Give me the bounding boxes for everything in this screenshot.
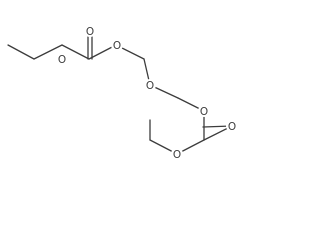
atom-labels: O O O O O O O [56,25,238,161]
diethyl-carbonate-ether-structure: O O O O O O O [7,25,238,161]
oxygen-atom: O [111,39,123,52]
oxygen-atom: O [198,105,210,118]
bond [33,44,63,60]
oxygen-atom: O [226,120,238,133]
atom-label-o: O [146,80,154,92]
oxygen-atom: O [56,53,68,66]
oxygen-atom: O [144,79,156,92]
atom-label-o: O [228,121,236,133]
oxygen-atom: O [171,148,183,161]
atom-label-o: O [173,149,181,161]
bond-lines [7,33,233,155]
oxygen-atom: O [84,25,96,38]
atom-label-o: O [86,26,94,38]
bond [7,44,35,60]
bond [61,44,90,60]
atom-label-o: O [58,54,66,66]
structure-diagram-canvas: O O O O O O O [7,25,238,161]
atom-label-o: O [200,106,208,118]
atom-label-o: O [113,40,121,52]
